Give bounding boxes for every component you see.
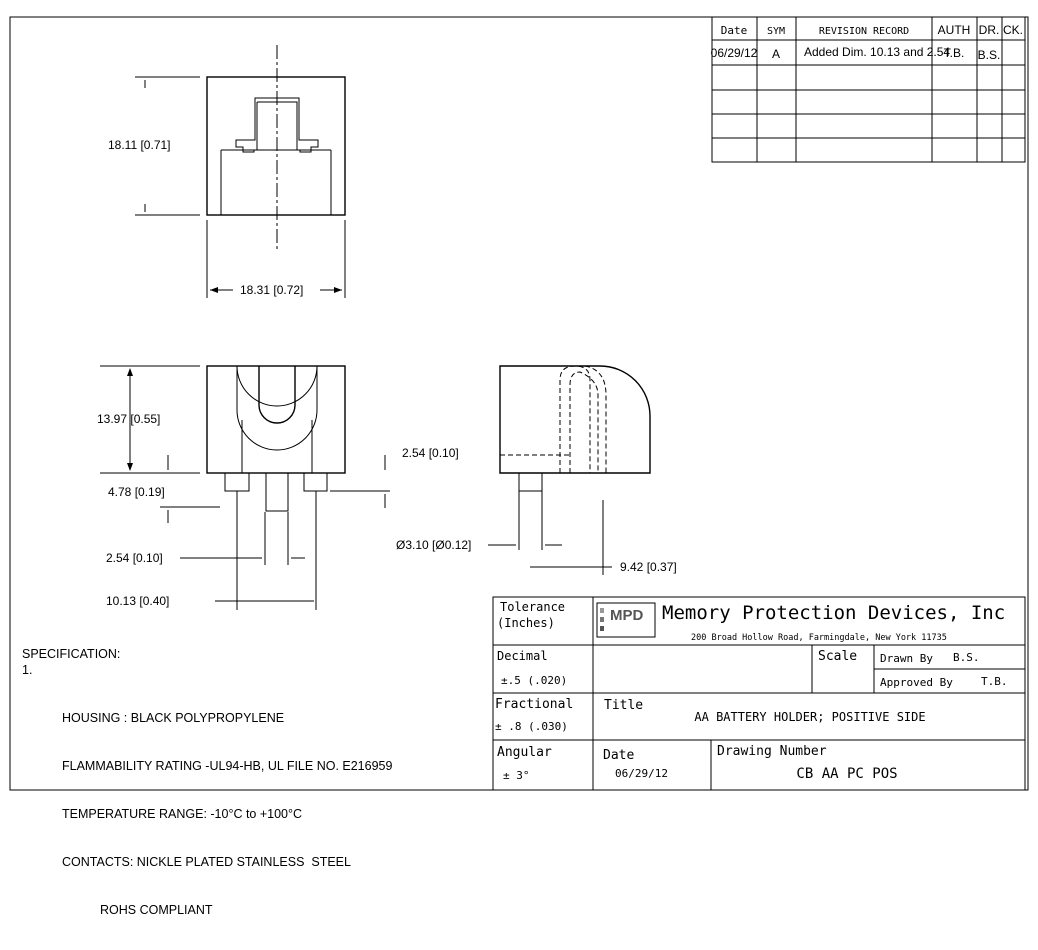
dim-standoff: 4.78 [0.19] bbox=[108, 485, 165, 499]
tolerance-label: Tolerance bbox=[500, 600, 565, 614]
date-value: 06/29/12 bbox=[615, 767, 668, 780]
rev-description: Added Dim. 10.13 and 2.54 bbox=[804, 45, 950, 59]
drawn-by-label: Drawn By bbox=[880, 652, 933, 665]
rev-sym: A bbox=[772, 47, 780, 61]
decimal-label: Decimal bbox=[497, 649, 548, 663]
svg-text:MPD: MPD bbox=[610, 607, 644, 624]
title-label: Title bbox=[604, 698, 643, 713]
specification: SPECIFICATION: 1. HOUSING : BLACK POLYPR… bbox=[22, 646, 392, 950]
spec-line: FLAMMABILITY RATING -UL94-HB, UL FILE NO… bbox=[62, 759, 393, 773]
front-view bbox=[100, 365, 390, 610]
spec-line: ROHS COMPLIANT bbox=[100, 903, 213, 917]
spec-line: HOUSING : BLACK POLYPROPYLENE bbox=[62, 711, 285, 725]
drawn-by-value: B.S. bbox=[953, 651, 980, 664]
dim-side-offset: 9.42 [0.37] bbox=[620, 560, 677, 574]
rev-auth: T.B. bbox=[944, 46, 965, 60]
drawing-title: AA BATTERY HOLDER; POSITIVE SIDE bbox=[694, 710, 925, 724]
rev-header-sym: SYM bbox=[767, 26, 785, 37]
dim-top-width: 18.31 [0.72] bbox=[240, 283, 303, 297]
spec-number: 1. bbox=[22, 663, 33, 677]
date-label: Date bbox=[603, 748, 634, 763]
mpd-logo: MPD bbox=[596, 602, 656, 638]
spec-heading: SPECIFICATION: bbox=[22, 647, 121, 661]
angular-value: ± 3° bbox=[503, 769, 530, 782]
scale-label: Scale bbox=[818, 649, 857, 664]
company-address: 200 Broad Hollow Road, Farmingdale, New … bbox=[691, 633, 947, 643]
title-block: MPD bbox=[492, 596, 1026, 791]
dim-pin-span: 10.13 [0.40] bbox=[106, 594, 169, 608]
angular-label: Angular bbox=[497, 745, 552, 760]
dim-front-height: 13.97 [0.55] bbox=[97, 412, 160, 426]
spec-line: CONTACTS: NICKLE PLATED STAINLESS STEEL bbox=[62, 855, 351, 869]
drawing-number-label: Drawing Number bbox=[717, 744, 827, 759]
revision-table: Date SYM REVISION RECORD AUTH DR. CK. 06… bbox=[711, 16, 1026, 163]
drawing-number: CB AA PC POS bbox=[796, 766, 897, 782]
rev-header-dr: DR. bbox=[979, 23, 1000, 37]
dim-pin-length: 2.54 [0.10] bbox=[402, 446, 459, 460]
rev-header-auth: AUTH bbox=[938, 23, 971, 37]
top-view bbox=[135, 45, 346, 298]
rev-header-date: Date bbox=[721, 24, 748, 37]
dim-pin-pitch: 2.54 [0.10] bbox=[106, 551, 163, 565]
rev-header-record: REVISION RECORD bbox=[819, 26, 909, 37]
engineering-drawing: Date SYM REVISION RECORD AUTH DR. CK. 06… bbox=[9, 16, 1029, 791]
tolerance-unit: (Inches) bbox=[497, 616, 555, 630]
fractional-label: Fractional bbox=[495, 697, 573, 712]
approved-by-label: Approved By bbox=[880, 676, 953, 689]
company-name: Memory Protection Devices, Inc bbox=[662, 602, 1005, 624]
dim-top-height: 18.11 [0.71] bbox=[108, 138, 171, 152]
dim-pin-diameter: Ø3.10 [Ø0.12] bbox=[396, 538, 471, 552]
rev-header-ck: CK. bbox=[1003, 23, 1023, 37]
approved-by-value: T.B. bbox=[981, 675, 1008, 688]
spec-line: TEMPERATURE RANGE: -10°C to +100°C bbox=[62, 807, 303, 821]
decimal-value: ±.5 (.020) bbox=[501, 674, 567, 687]
side-view bbox=[488, 365, 651, 575]
rev-date: 06/29/12 bbox=[711, 46, 758, 60]
fractional-value: ± .8 (.030) bbox=[495, 720, 568, 733]
rev-dr: B.S. bbox=[978, 48, 1001, 62]
